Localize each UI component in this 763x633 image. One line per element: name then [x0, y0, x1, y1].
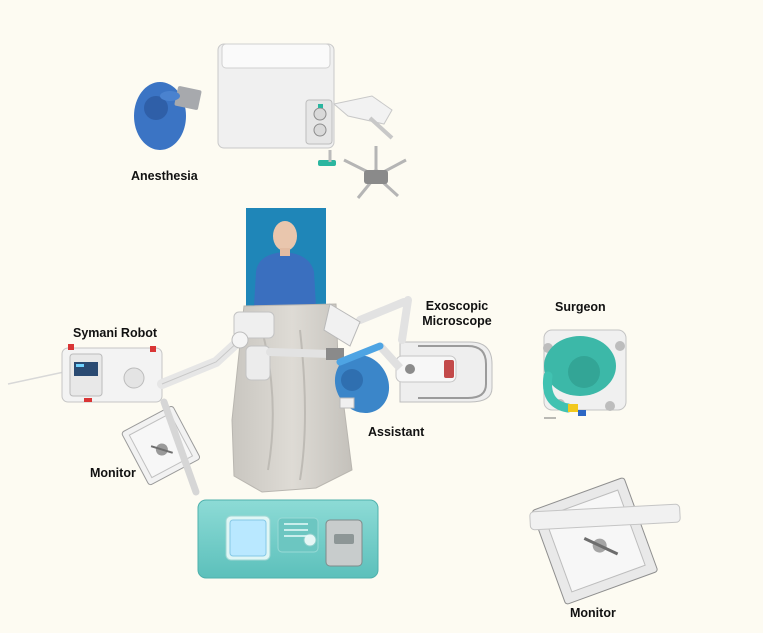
assistant-figure: [334, 342, 390, 414]
label-monitor-right: Monitor: [570, 606, 616, 620]
label-monitor-left: Monitor: [90, 466, 136, 480]
label-exoscopic-line2: Microscope: [422, 314, 492, 328]
iv-pole-stand: [343, 146, 407, 199]
label-exoscopic-microscope: Exoscopic Microscope: [420, 299, 494, 329]
surgeon-figure: [542, 329, 627, 419]
robot-arms: [157, 311, 344, 389]
label-symani-robot: Symani Robot: [73, 326, 158, 340]
anesthesia-machine: [217, 43, 394, 166]
label-surgeon: Surgeon: [555, 300, 606, 314]
symani-robot-console: [7, 344, 163, 403]
right-monitor-arm: [529, 503, 681, 531]
label-exoscopic-line1: Exoscopic: [425, 299, 489, 313]
right-monitor-cart: [532, 477, 658, 605]
exoscopic-microscope: [323, 296, 493, 403]
anesthesiologist-figure: [134, 82, 202, 150]
label-anesthesia: Anesthesia: [131, 169, 198, 183]
label-assistant: Assistant: [368, 425, 425, 439]
left-monitor-arm: [160, 398, 200, 496]
patient-figure: [254, 221, 316, 306]
instrument-tray: [197, 499, 379, 579]
